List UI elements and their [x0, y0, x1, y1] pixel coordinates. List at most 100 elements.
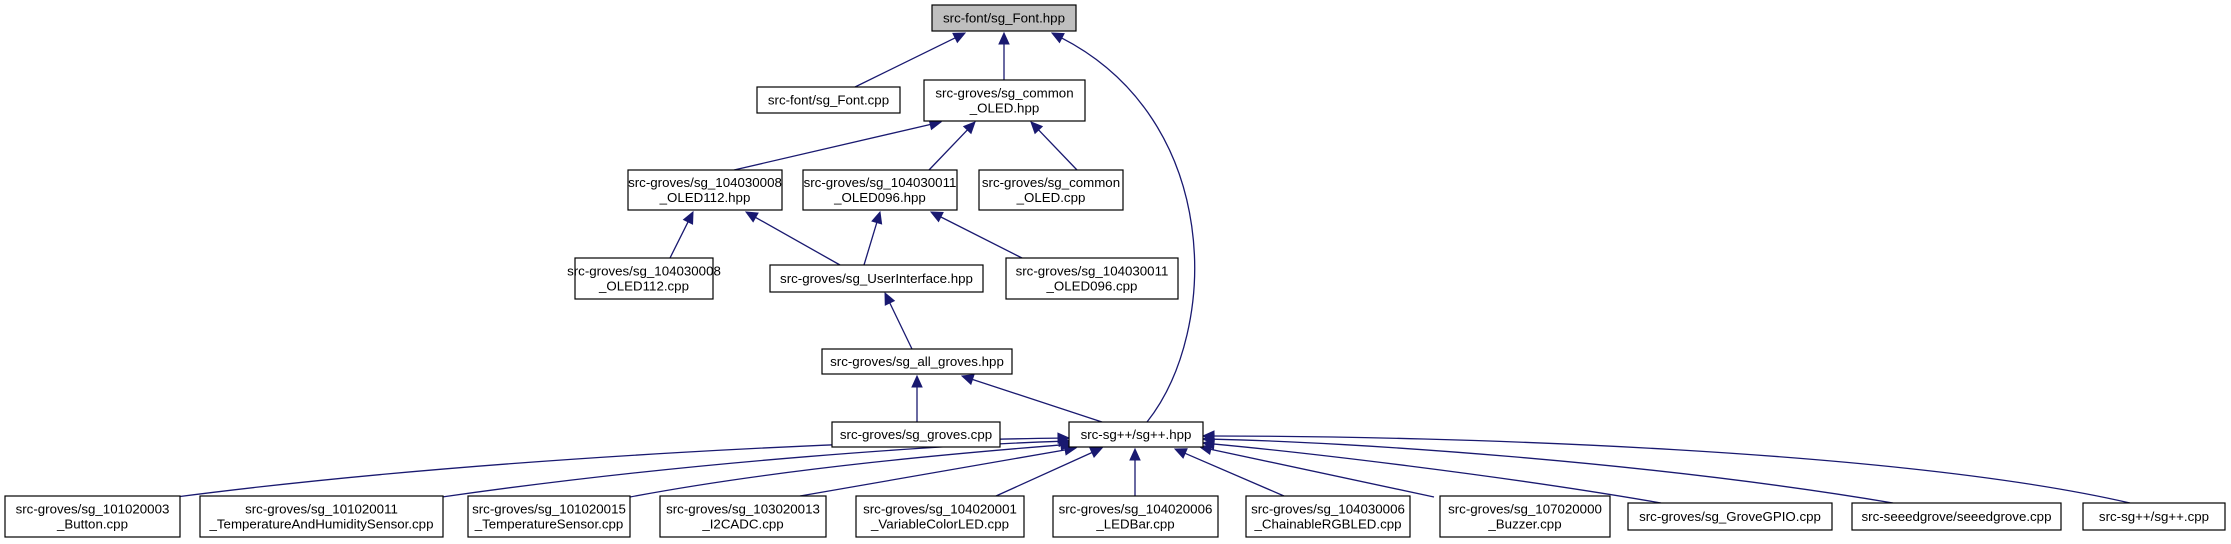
node-box[interactable] — [4, 495, 181, 538]
node-box[interactable] — [802, 169, 958, 211]
edge-line — [441, 440, 1061, 498]
edge-line — [1212, 435, 2131, 504]
node-ledbar-cpp[interactable]: src-groves/sg_104020006_LEDBar.cpp — [1052, 495, 1219, 538]
node-i2cadc-cpp[interactable]: src-groves/sg_103020013_I2CADC.cpp — [659, 495, 827, 538]
edge-userinterface_hpp-to-oled096_hpp — [863, 210, 883, 266]
node-box[interactable] — [1005, 257, 1179, 300]
node-box[interactable] — [1627, 502, 1833, 531]
edge-line — [754, 216, 841, 266]
edges-layer — [175, 31, 2131, 504]
node-label: src-groves/sg_104030006 — [1251, 502, 1405, 517]
node-sgpp-cpp[interactable]: src-sg++/sg++.cpp — [2082, 502, 2226, 531]
node-label: _OLED096.cpp — [1046, 279, 1138, 294]
node-label: _TemperatureSensor.cpp — [474, 517, 624, 532]
node-all-groves-hpp[interactable]: src-groves/sg_all_groves.hpp — [821, 348, 1013, 375]
edge-line — [1212, 438, 1894, 504]
edge-line — [971, 378, 1103, 423]
node-font-hpp[interactable]: src-font/sg_Font.hpp — [931, 4, 1077, 32]
node-box[interactable] — [1068, 421, 1204, 448]
node-box[interactable] — [821, 348, 1013, 375]
edge-i2cadc_cpp-to-sgpp_hpp — [799, 444, 1078, 497]
edge-sgpp_cpp-to-sgpp_hpp — [1201, 430, 2131, 504]
node-box[interactable] — [467, 495, 631, 538]
node-box[interactable] — [1851, 502, 2062, 531]
node-box[interactable] — [931, 4, 1077, 32]
node-box[interactable] — [978, 169, 1124, 211]
node-oled096-hpp[interactable]: src-groves/sg_104030011_OLED096.hpp — [802, 169, 958, 211]
node-label: src-groves/sg_GroveGPIO.cpp — [1639, 509, 1821, 524]
node-box[interactable] — [2082, 502, 2226, 531]
node-button-cpp[interactable]: src-groves/sg_101020003_Button.cpp — [4, 495, 181, 538]
edge-sgpp_hpp-to-font_hpp — [1050, 32, 1196, 423]
node-label: src-groves/sg_all_groves.hpp — [830, 354, 1004, 369]
arrowhead-icon — [960, 374, 975, 386]
node-common-oled-cpp[interactable]: src-groves/sg_common_OLED.cpp — [978, 169, 1124, 211]
node-label: src-groves/sg_UserInterface.hpp — [780, 271, 973, 286]
edge-line — [669, 220, 690, 259]
node-box[interactable] — [1245, 495, 1411, 538]
edge-line — [939, 215, 1023, 259]
edge-line — [928, 128, 969, 171]
node-label: src-font/sg_Font.cpp — [768, 93, 889, 108]
node-box[interactable] — [659, 495, 827, 538]
edge-line — [1209, 448, 1435, 498]
node-label: _OLED112.hpp — [659, 190, 751, 205]
arrowhead-icon — [1030, 121, 1044, 135]
node-label: _LEDBar.cpp — [1095, 517, 1174, 532]
node-box[interactable] — [1439, 495, 1611, 538]
node-label: src-groves/sg_104030011 — [804, 175, 957, 190]
arrowhead-icon — [1050, 32, 1065, 44]
node-tempsensor-cpp[interactable]: src-groves/sg_101020015_TemperatureSenso… — [467, 495, 631, 538]
node-label: src-groves/sg_common — [982, 175, 1120, 190]
arrowhead-icon — [744, 211, 759, 223]
node-label: _ChainableRGBLED.cpp — [1253, 517, 1401, 532]
edge-common_oled_cpp-to-common_oled_hpp — [1030, 121, 1078, 171]
node-label: src-groves/sg_104020001 — [863, 502, 1017, 517]
node-label: _Button.cpp — [56, 517, 128, 532]
node-box[interactable] — [756, 86, 901, 114]
edge-line — [733, 123, 932, 171]
node-oled112-hpp[interactable]: src-groves/sg_104030008_OLED112.hpp — [627, 169, 783, 211]
node-temphum-cpp[interactable]: src-groves/sg_101020011_TemperatureAndHu… — [199, 495, 444, 538]
node-buzzer-cpp[interactable]: src-groves/sg_107020000_Buzzer.cpp — [1439, 495, 1611, 538]
node-box[interactable] — [1052, 495, 1219, 538]
node-seeedgrove-cpp[interactable]: src-seeedgrove/seeedgrove.cpp — [1851, 502, 2062, 531]
edge-common_oled_hpp-to-font_hpp — [998, 31, 1010, 80]
node-label: src-groves/sg_101020003 — [16, 502, 170, 517]
arrowhead-icon — [1129, 447, 1141, 461]
edge-line — [1183, 452, 1285, 497]
arrowhead-icon — [884, 291, 896, 306]
node-varcolorled-cpp[interactable]: src-groves/sg_104020001_VariableColorLED… — [855, 495, 1025, 538]
node-oled112-cpp[interactable]: src-groves/sg_104030008_OLED112.cpp — [567, 257, 721, 300]
node-groves-cpp[interactable]: src-groves/sg_groves.cpp — [831, 421, 1001, 448]
edge-buzzer_cpp-to-sgpp_hpp — [1198, 443, 1435, 498]
node-box[interactable] — [769, 264, 984, 293]
edge-oled096_hpp-to-common_oled_hpp — [928, 121, 976, 171]
edge-oled112_hpp-to-common_oled_hpp — [733, 118, 943, 171]
node-userinterface-hpp[interactable]: src-groves/sg_UserInterface.hpp — [769, 264, 984, 293]
node-sgpp-hpp[interactable]: src-sg++/sg++.hpp — [1068, 421, 1204, 448]
nodes-layer: src-font/sg_Font.hpp src-font/sg_Font.cpp… — [4, 4, 2226, 538]
node-box[interactable] — [855, 495, 1025, 538]
arrowhead-icon — [962, 121, 976, 135]
node-chainrgb-cpp[interactable]: src-groves/sg_104030006_ChainableRGBLED.… — [1245, 495, 1411, 538]
node-box[interactable] — [199, 495, 444, 538]
edge-line — [1212, 443, 1662, 504]
edge-line — [1060, 36, 1196, 423]
node-font-cpp[interactable]: src-font/sg_Font.cpp — [756, 86, 901, 114]
node-box[interactable] — [923, 79, 1086, 122]
node-label: _VariableColorLED.cpp — [870, 517, 1009, 532]
node-label: _Buzzer.cpp — [1487, 517, 1561, 532]
node-label: src-sg++/sg++.hpp — [1081, 427, 1192, 442]
edge-line — [1037, 128, 1078, 171]
node-label: src-seeedgrove/seeedgrove.cpp — [1862, 509, 2052, 524]
node-grovegpio-cpp[interactable]: src-groves/sg_GroveGPIO.cpp — [1627, 502, 1833, 531]
node-oled096-cpp[interactable]: src-groves/sg_104030011_OLED096.cpp — [1005, 257, 1179, 300]
node-common-oled-hpp[interactable]: src-groves/sg_common_OLED.hpp — [923, 79, 1086, 122]
node-box[interactable] — [574, 257, 714, 300]
node-label: src-groves/sg_104020006 — [1059, 502, 1213, 517]
node-box[interactable] — [627, 169, 783, 211]
arrowhead-icon — [998, 31, 1010, 45]
node-box[interactable] — [831, 421, 1001, 448]
